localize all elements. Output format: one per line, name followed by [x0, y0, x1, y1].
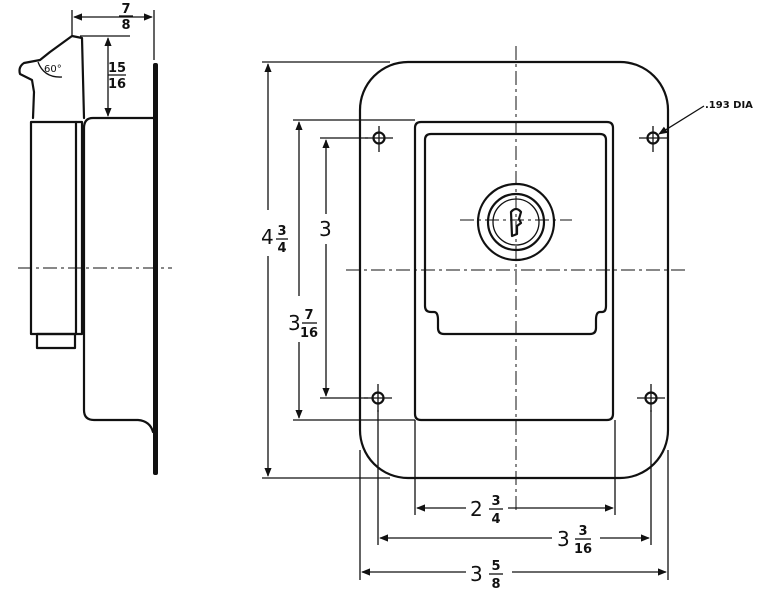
- mounting-hole-top-right: [639, 126, 667, 152]
- svg-text:3: 3: [557, 527, 570, 551]
- svg-text:15: 15: [108, 61, 126, 76]
- side-angle-label: 60°: [44, 64, 62, 75]
- svg-text:3: 3: [277, 224, 286, 239]
- svg-text:2: 2: [470, 497, 483, 521]
- svg-text:3: 3: [491, 494, 500, 509]
- dim-side-top-width: 7 8: [119, 2, 133, 33]
- svg-text:16: 16: [108, 77, 126, 92]
- dim-pan-height: 3: [319, 217, 332, 241]
- dim-hole-spacing-vertical: 3 7 16: [288, 308, 318, 341]
- svg-text:3: 3: [470, 562, 483, 586]
- dim-pan-width: 2 3 4: [470, 494, 503, 527]
- svg-text:4: 4: [277, 241, 286, 256]
- side-lock-cylinder: [29, 120, 84, 336]
- dim-hole-spacing-horizontal: 3 3 16: [557, 524, 592, 557]
- mounting-hole-top-left: [365, 126, 393, 152]
- svg-text:16: 16: [574, 542, 592, 557]
- dim-side-lip-depth: 15 16: [108, 61, 126, 92]
- svg-text:5: 5: [491, 559, 500, 574]
- front-pan-outline: [413, 120, 615, 422]
- dim-overall-width: 3 5 8: [470, 559, 503, 592]
- dim-hole-diameter: .193 DIA: [705, 100, 753, 111]
- front-paddle: [423, 132, 608, 336]
- svg-text:8: 8: [491, 577, 500, 592]
- svg-text:16: 16: [300, 326, 318, 341]
- svg-text:4: 4: [261, 225, 274, 249]
- svg-text:3: 3: [578, 524, 587, 539]
- dim-overall-height: 4 3 4: [261, 224, 288, 256]
- svg-text:7: 7: [121, 2, 130, 17]
- svg-text:4: 4: [491, 512, 500, 527]
- mounting-hole-bottom-left: [364, 384, 392, 412]
- svg-text:7: 7: [304, 308, 313, 323]
- front-view: [262, 46, 705, 580]
- svg-text:8: 8: [121, 18, 130, 33]
- side-cylinder-tail: [35, 332, 77, 350]
- mounting-hole-bottom-right: [637, 384, 665, 412]
- side-view: 60°: [18, 10, 172, 475]
- side-handle: [18, 34, 86, 120]
- side-pan-body: [82, 116, 157, 434]
- side-flange: [153, 63, 158, 475]
- svg-text:3: 3: [288, 311, 301, 335]
